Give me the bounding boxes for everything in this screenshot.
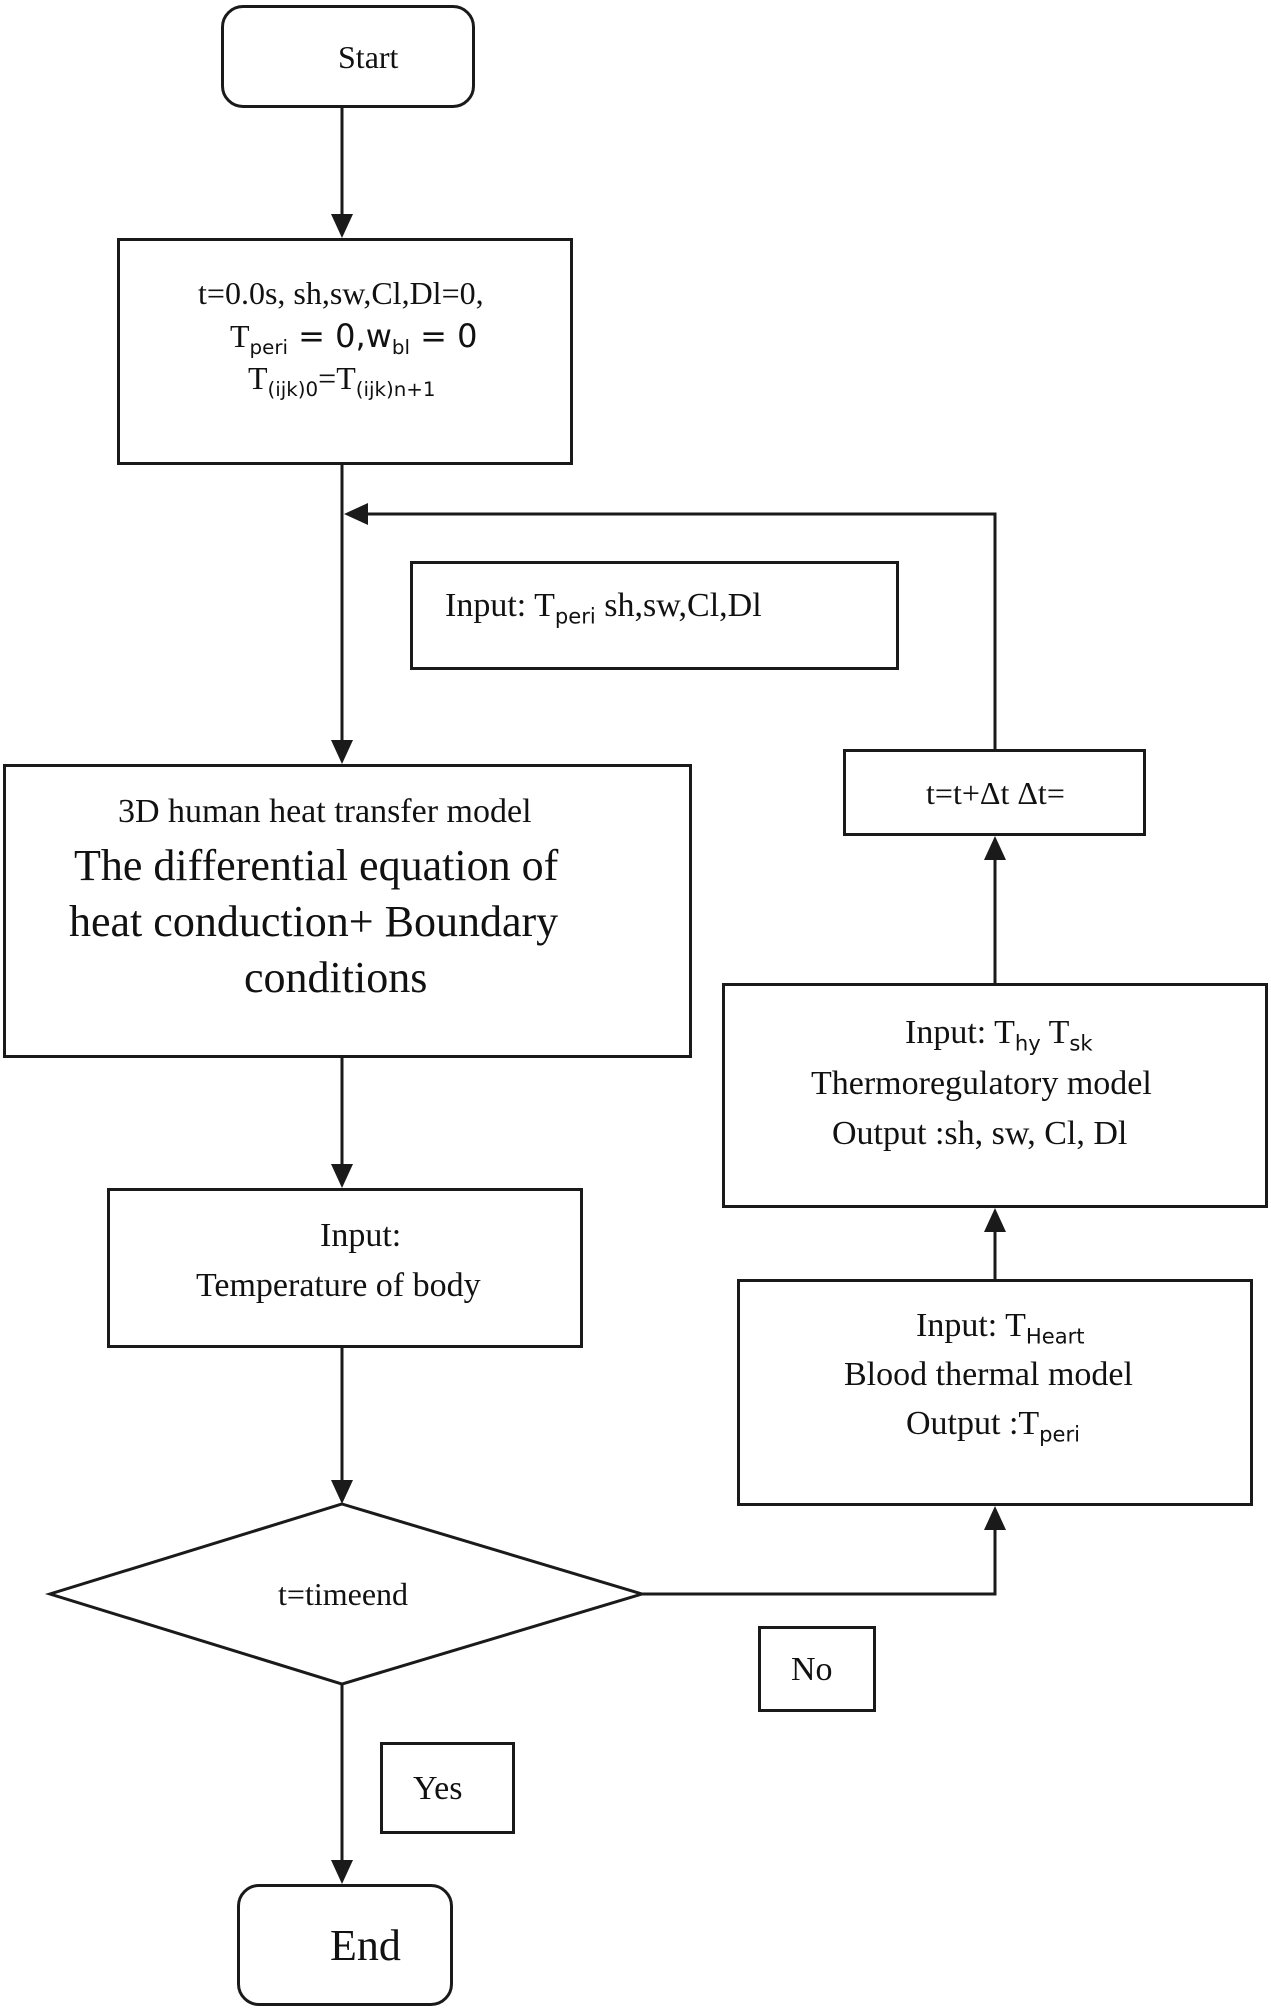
input-loop-node: Input: Tperi sh,sw,Cl,Dl [410, 561, 899, 670]
yes-branch-label: Yes [380, 1742, 515, 1834]
model-line-2: The differential equation of [74, 841, 559, 890]
decision-diamond [44, 1502, 648, 1686]
init-line-1: t=0.0s, sh,sw,Cl,Dl=0, [198, 275, 484, 311]
yes-label-text: Yes [413, 1770, 463, 1807]
start-label: Start [338, 39, 399, 75]
arrow-decision-to-blood [642, 1526, 997, 1596]
body-input-line-1: Input: [320, 1217, 402, 1254]
time-step-label: t=t+Δt Δt= [926, 775, 1065, 811]
time-step-node: t=t+Δt Δt= [843, 749, 1146, 836]
thermoregulatory-model-node: Input: Thy Tsk Thermoregulatory model Ou… [722, 983, 1268, 1208]
model-line-3: heat conduction+ Boundary [69, 897, 559, 946]
model-line-4: conditions [244, 953, 428, 1002]
thermo-line-3: Output :sh, sw, Cl, Dl [832, 1115, 1128, 1152]
body-input-line-2: Temperature of body [196, 1267, 481, 1304]
blood-line-2: Blood thermal model [844, 1356, 1133, 1393]
thermo-line-2: Thermoregulatory model [811, 1065, 1152, 1102]
init-line-2: Tperi = 0,wbl = 0 [230, 317, 478, 359]
no-branch-label: No [758, 1626, 876, 1712]
start-node: Start [221, 5, 475, 108]
end-node: End [237, 1884, 453, 2006]
no-label-text: No [791, 1651, 833, 1688]
input-loop-label: Input: Tperi sh,sw,Cl,Dl [445, 587, 762, 629]
model-line-1: 3D human heat transfer model [118, 793, 532, 830]
thermo-line-1: Input: Thy Tsk [905, 1014, 1093, 1056]
end-label: End [330, 1921, 401, 1970]
decision-label: t=timeend [278, 1576, 409, 1612]
arrow-timestep-to-loop [366, 512, 997, 749]
blood-thermal-model-node: Input: THeart Blood thermal model Output… [737, 1279, 1253, 1506]
heat-transfer-model-node: 3D human heat transfer model The differe… [3, 764, 692, 1058]
blood-line-1: Input: THeart [916, 1307, 1085, 1349]
init-line-3: T(ijk)0=T(ijk)n+1 [248, 360, 436, 401]
init-node: t=0.0s, sh,sw,Cl,Dl=0, Tperi = 0,wbl = 0… [117, 238, 573, 465]
blood-line-3: Output :Tperi [906, 1405, 1081, 1447]
body-temperature-input-node: Input: Temperature of body [107, 1188, 583, 1348]
